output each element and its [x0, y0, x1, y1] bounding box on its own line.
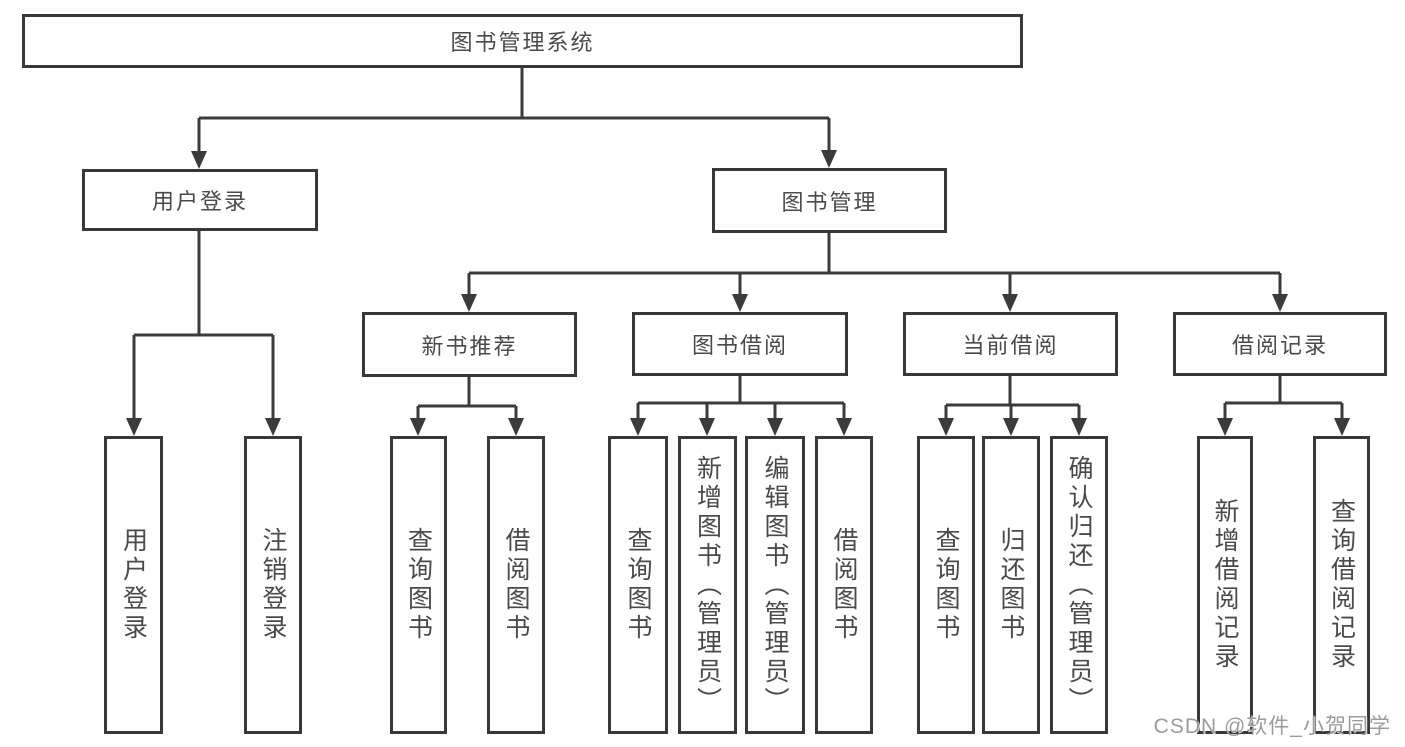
leaf-borrow-query-books-label: 查询图书	[624, 527, 652, 643]
node-user-login-label: 用户登录	[151, 189, 248, 214]
leaf-logout-label: 注销登录	[259, 527, 287, 643]
leaf-add-borrow-record-label: 新增借阅记录	[1211, 498, 1239, 672]
node-current-borrow-label: 当前借阅	[962, 333, 1059, 358]
leaf-borrow-query-books: 查询图书	[608, 436, 668, 734]
leaf-recommend-borrow-books: 借阅图书	[487, 436, 545, 734]
leaf-query-borrow-record-label: 查询借阅记录	[1327, 498, 1356, 672]
leaf-user-login-label: 用户登录	[119, 527, 148, 643]
leaf-return-books: 归还图书	[982, 436, 1040, 734]
node-book-borrow: 图书借阅	[632, 312, 848, 376]
leaf-confirm-return-admin: 确认归还（管理员）	[1050, 436, 1108, 734]
leaf-confirm-return-admin-label: 确认归还（管理员）	[1065, 454, 1093, 716]
csdn-watermark: CSDN @软件_小贺同学	[1153, 715, 1391, 738]
node-book-management-label: 图书管理	[781, 189, 878, 215]
leaf-user-login: 用户登录	[104, 436, 163, 734]
leaf-recommend-borrow-books-label: 借阅图书	[502, 527, 530, 643]
node-book-borrow-label: 图书借阅	[691, 333, 788, 358]
node-new-book-recommend: 新书推荐	[362, 312, 577, 377]
leaf-add-books-admin: 新增图书（管理员）	[678, 436, 737, 734]
node-user-login: 用户登录	[82, 169, 318, 231]
leaf-recommend-query-books-label: 查询图书	[404, 527, 433, 643]
node-borrow-records-label: 借阅记录	[1231, 333, 1328, 358]
leaf-current-query-books-label: 查询图书	[932, 527, 960, 643]
leaf-borrow-books: 借阅图书	[815, 436, 873, 734]
leaf-borrow-books-label: 借阅图书	[830, 527, 858, 643]
node-book-management: 图书管理	[712, 168, 947, 233]
leaf-logout: 注销登录	[244, 436, 302, 734]
node-borrow-records: 借阅记录	[1173, 312, 1387, 376]
leaf-add-borrow-record: 新增借阅记录	[1197, 436, 1253, 734]
leaf-add-books-admin-label: 新增图书（管理员）	[693, 454, 722, 716]
node-current-borrow: 当前借阅	[903, 312, 1118, 376]
leaf-edit-books-admin-label: 编辑图书（管理员）	[761, 454, 789, 716]
leaf-recommend-query-books: 查询图书	[390, 436, 447, 734]
leaf-return-books-label: 归还图书	[997, 527, 1025, 643]
leaf-edit-books-admin: 编辑图书（管理员）	[745, 436, 805, 734]
node-new-book-recommend-label: 新书推荐	[421, 333, 518, 359]
node-root-system-label: 图书管理系统	[450, 30, 595, 55]
leaf-query-borrow-record: 查询借阅记录	[1313, 436, 1370, 734]
node-root-system: 图书管理系统	[22, 14, 1023, 68]
leaf-current-query-books: 查询图书	[917, 436, 975, 734]
